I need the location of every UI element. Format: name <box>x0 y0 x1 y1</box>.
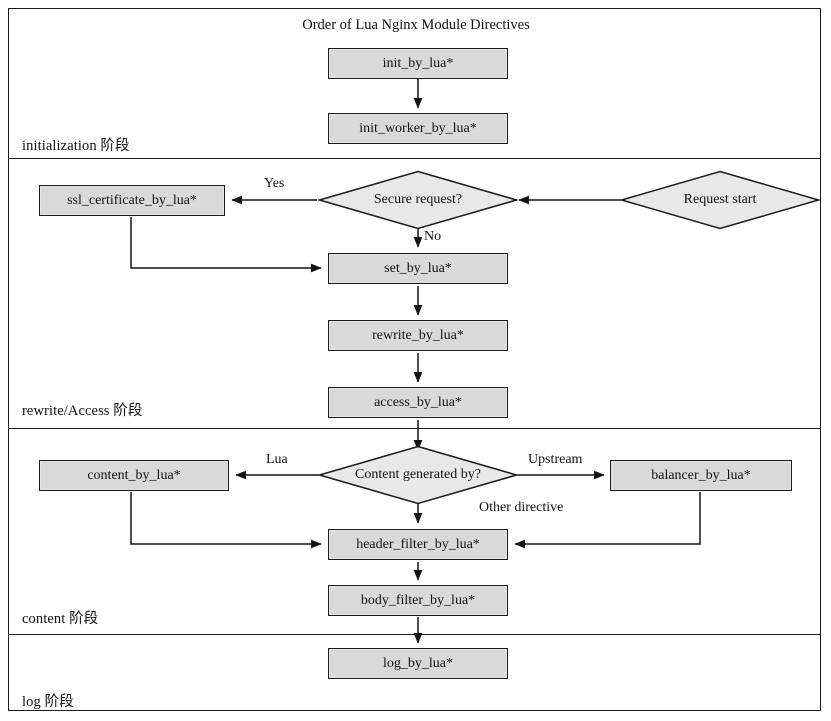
diamond-shape <box>316 170 520 230</box>
diamond-shape <box>316 445 520 505</box>
stage-label-log: log 阶段 <box>22 694 74 710</box>
edge-label-no: No <box>424 229 442 244</box>
node-secure-request[interactable]: Secure request? <box>316 170 520 230</box>
node-rewrite-by-lua[interactable]: rewrite_by_lua* <box>328 320 508 351</box>
stage-divider-content <box>8 634 821 635</box>
node-label: init_by_lua* <box>382 55 454 71</box>
node-label: log_by_lua* <box>383 655 453 671</box>
edge-label-yes: Yes <box>264 176 285 191</box>
node-access-by-lua[interactable]: access_by_lua* <box>328 387 508 418</box>
node-header-filter-by-lua[interactable]: header_filter_by_lua* <box>328 529 508 560</box>
node-label: balancer_by_lua* <box>651 467 751 483</box>
stage-divider-initialization <box>8 158 821 159</box>
node-request-start[interactable]: Request start <box>618 170 822 230</box>
node-content-by-lua[interactable]: content_by_lua* <box>39 460 229 491</box>
node-body-filter-by-lua[interactable]: body_filter_by_lua* <box>328 585 508 616</box>
edge-label-other-directive: Other directive <box>479 500 564 515</box>
node-set-by-lua[interactable]: set_by_lua* <box>328 253 508 284</box>
node-label: set_by_lua* <box>384 260 452 276</box>
diagram-title: Order of Lua Nginx Module Directives <box>302 17 530 33</box>
node-label: Request start <box>683 192 757 207</box>
node-label: rewrite_by_lua* <box>372 327 464 343</box>
diagram-frame <box>8 8 821 711</box>
node-label: init_worker_by_lua* <box>359 120 477 136</box>
node-label: ssl_certificate_by_lua* <box>67 192 197 208</box>
node-label: Secure request? <box>373 192 463 207</box>
node-init-worker-by-lua[interactable]: init_worker_by_lua* <box>328 113 508 144</box>
node-content-generated-by[interactable]: Content generated by? <box>316 445 520 505</box>
node-ssl-certificate-by-lua[interactable]: ssl_certificate_by_lua* <box>39 185 225 216</box>
stage-label-content: content 阶段 <box>22 611 99 627</box>
edge-label-upstream: Upstream <box>528 452 583 467</box>
node-init-by-lua[interactable]: init_by_lua* <box>328 48 508 79</box>
node-balancer-by-lua[interactable]: balancer_by_lua* <box>610 460 792 491</box>
stage-label-rewrite-access: rewrite/Access 阶段 <box>22 403 143 419</box>
node-label: header_filter_by_lua* <box>356 536 480 552</box>
diamond-shape <box>618 170 822 230</box>
node-label: access_by_lua* <box>374 394 462 410</box>
node-log-by-lua[interactable]: log_by_lua* <box>328 648 508 679</box>
edge-label-lua: Lua <box>266 452 288 467</box>
node-label: Content generated by? <box>355 467 481 482</box>
stage-divider-rewrite-access <box>8 428 821 429</box>
node-label: body_filter_by_lua* <box>360 592 476 608</box>
node-label: content_by_lua* <box>87 467 181 483</box>
stage-label-initialization: initialization 阶段 <box>22 138 130 154</box>
